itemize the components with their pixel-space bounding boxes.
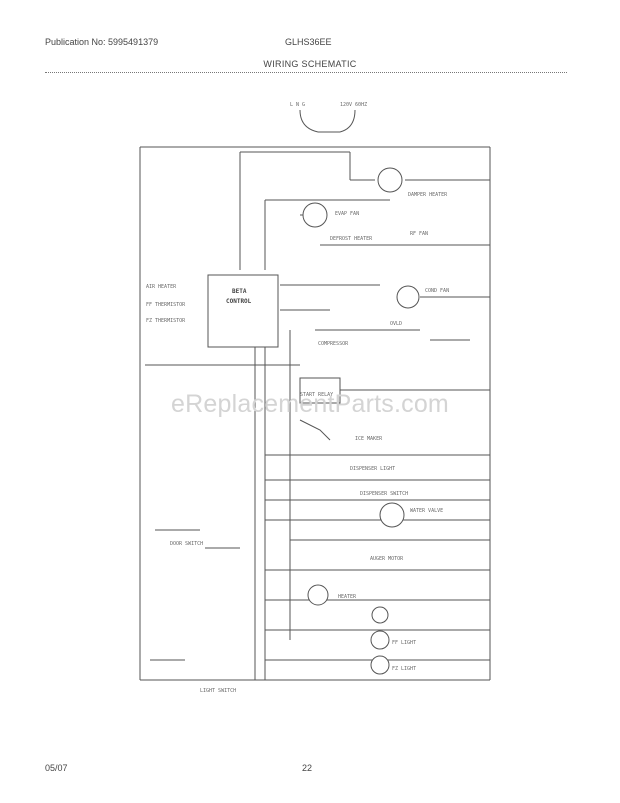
rf-fan-label: RF FAN (410, 231, 428, 237)
auger-motor-label: AUGER MOTOR (370, 556, 404, 562)
ff-light-symbol (370, 630, 390, 650)
light-switch-label: LIGHT SWITCH (200, 688, 236, 694)
ice-maker-label: ICE MAKER (355, 436, 383, 442)
control-board-outline (207, 274, 279, 348)
power-wire-n (339, 109, 356, 133)
defrost-heater-label: DEFROST HEATER (330, 236, 373, 242)
publication-number: Publication No: 5995491379 (45, 37, 159, 47)
cond-fan-symbol (396, 285, 420, 309)
compressor-label: COMPRESSOR (318, 341, 349, 347)
power-supply-label: 120V 60HZ (340, 102, 367, 108)
fz-light-symbol (370, 655, 390, 675)
power-terminals-label: L N G (290, 102, 305, 108)
dispenser-switch-label: DISPENSER SWITCH (360, 491, 408, 497)
dispenser-light-label: DISPENSER LIGHT (350, 466, 395, 472)
start-relay-label: START RELAY (300, 392, 333, 398)
wire-group (139, 109, 491, 681)
component-group (302, 167, 420, 675)
fz-light-label: FZ LIGHT (392, 666, 416, 672)
auger-motor-symbol (307, 584, 329, 606)
footer-date: 05/07 (45, 763, 68, 773)
control-label-2: CONTROL (226, 298, 252, 305)
control-label-1: BETA (232, 288, 247, 295)
ovld-label: OVLD (390, 321, 402, 327)
evap-fan-symbol (302, 202, 328, 228)
evap-fan-label: EVAP FAN (335, 211, 359, 217)
ff-light-label: FF LIGHT (392, 640, 416, 646)
label-group: L N G 120V 60HZ DAMPER HEATER EVAP FAN D… (146, 102, 449, 694)
model-number: GLHS36EE (285, 37, 332, 47)
heater-label: HEATER (338, 594, 357, 600)
door-switch-label: DOOR SWITCH (170, 541, 203, 547)
damper-label: DAMPER HEATER (408, 192, 448, 198)
water-valve-symbol (379, 502, 405, 528)
water-valve-label: WATER VALVE (410, 508, 443, 514)
page-title: WIRING SCHEMATIC (263, 59, 357, 69)
relay-wire (299, 419, 331, 441)
damper-heater-symbol (377, 167, 403, 193)
power-wire-l (299, 109, 319, 133)
watermark: eReplacementParts.com (171, 390, 449, 418)
fz-thermistor-label: FZ THERMISTOR (146, 318, 186, 324)
header-divider (45, 72, 567, 73)
heater-symbol (371, 606, 389, 624)
air-heater-label: AIR HEATER (146, 284, 177, 290)
cond-fan-label: COND FAN (425, 288, 449, 294)
page-number: 22 (302, 763, 313, 773)
ff-thermistor-label: FF THERMISTOR (146, 302, 186, 308)
